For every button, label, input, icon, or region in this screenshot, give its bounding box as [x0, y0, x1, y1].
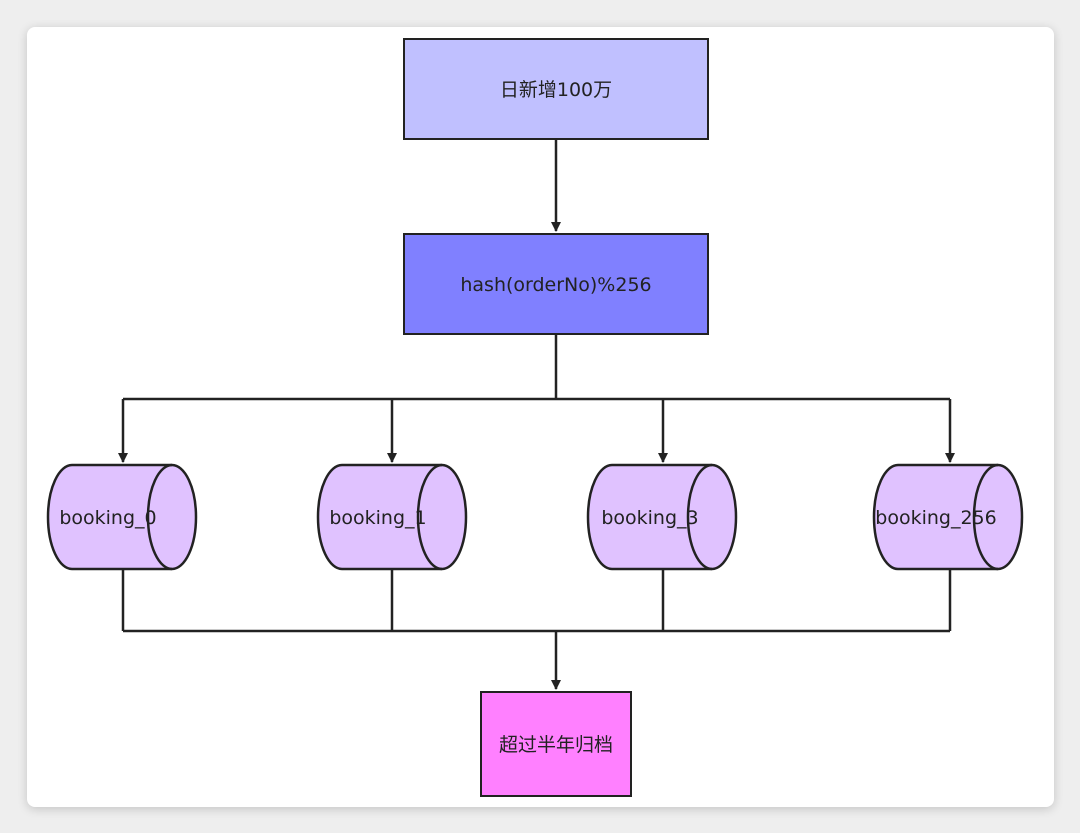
node-archive[interactable]: 超过半年归档 — [480, 691, 632, 797]
db-booking-1-label: booking_1 — [329, 507, 426, 529]
node-hash[interactable]: hash(orderNo)%256 — [403, 233, 709, 335]
db-booking-0-end — [146, 463, 173, 571]
db-booking-256-end — [972, 463, 999, 571]
db-booking-0[interactable]: booking_0 — [46, 463, 198, 571]
node-source-label: 日新增100万 — [500, 79, 612, 101]
node-archive-box — [480, 691, 632, 797]
db-booking-3-label: booking_3 — [601, 507, 698, 529]
db-booking-0-label: booking_0 — [59, 507, 156, 529]
db-booking-3-end — [686, 463, 713, 571]
node-source[interactable]: 日新增100万 — [403, 38, 709, 140]
db-booking-3[interactable]: booking_3 — [586, 463, 738, 571]
connectors — [118, 139, 955, 690]
node-source-box — [403, 38, 709, 140]
db-booking-256[interactable]: booking_256 — [872, 463, 1024, 571]
node-hash-box — [403, 233, 709, 335]
db-booking-256-label: booking_256 — [875, 507, 996, 529]
node-hash-label: hash(orderNo)%256 — [460, 274, 651, 296]
db-booking-1[interactable]: booking_1 — [316, 463, 468, 571]
diagram-card — [27, 27, 1054, 807]
node-archive-label: 超过半年归档 — [499, 734, 613, 756]
db-booking-1-end — [416, 463, 443, 571]
